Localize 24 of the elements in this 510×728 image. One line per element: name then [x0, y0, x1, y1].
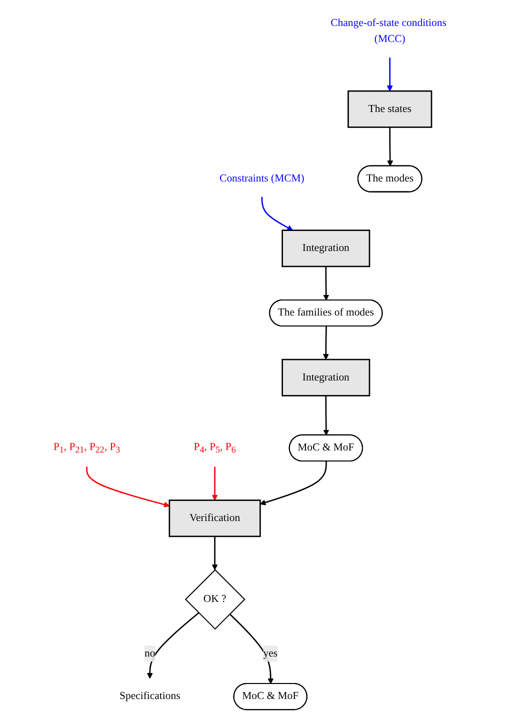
arrow [146, 612, 200, 679]
node-text: P$_{4}$, P$_{5}$, P$_{6}$ [194, 441, 236, 455]
node-diamond: OK ? [184, 569, 246, 630]
arrow [387, 127, 393, 166]
node-text: Change-of-state conditions (MCC) [330, 17, 446, 45]
arrow [322, 326, 329, 360]
edge-label: no [144, 648, 156, 660]
node-text: Specifications [119, 690, 180, 702]
edge-label: yes [263, 648, 278, 660]
arrow [260, 461, 327, 506]
arrow [86, 466, 170, 508]
node-text: P$_{1}$, P$_{21}$, P$_{22}$, P$_{3}$ [53, 441, 120, 455]
arrow [261, 196, 293, 231]
arrow [212, 466, 218, 500]
arrow [323, 396, 329, 436]
arrow [323, 266, 329, 301]
node-box: Verification [168, 500, 261, 538]
node-box: Integration [282, 230, 370, 268]
node-text: Constraints (MCM) [219, 172, 304, 184]
node-box: The states [347, 90, 432, 128]
node-box: Integration [282, 358, 370, 396]
arrow [386, 58, 393, 92]
arrow [212, 536, 218, 570]
arrow [229, 614, 274, 684]
